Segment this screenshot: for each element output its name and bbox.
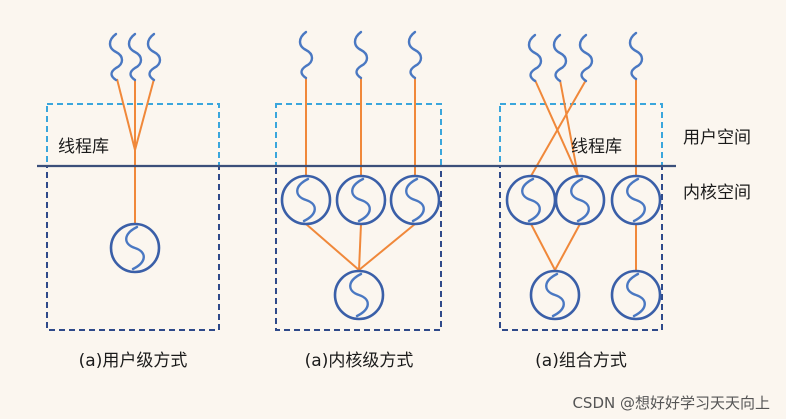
user-space-box — [275, 103, 442, 167]
kernel-thread-icon — [389, 174, 441, 226]
kernel-thread-icon — [529, 269, 581, 321]
kernel-thread-icon — [335, 174, 387, 226]
panel-kernel-level: (a)内核级方式 — [275, 30, 442, 371]
kernel-thread-icon — [333, 269, 385, 321]
connector-lines — [530, 78, 637, 271]
connector-lines — [305, 77, 416, 271]
panel-caption: (a)用户级方式 — [79, 351, 188, 371]
kernel-thread-icon — [505, 174, 557, 226]
kernel-thread-icon — [280, 174, 332, 226]
kernel-space-label: 内核空间 — [683, 183, 751, 203]
kernel-thread-icon — [610, 269, 662, 321]
kernel-space-box — [499, 165, 663, 331]
kernel-thread-icon — [109, 222, 161, 274]
panel-combined: 线程库 (a)组合方式 — [499, 31, 663, 371]
kernel-space-box — [275, 165, 442, 331]
user-thread-wave-icon — [527, 33, 543, 83]
user-space-label: 用户空间 — [683, 128, 751, 148]
user-thread-wave-icon — [108, 32, 124, 82]
kernel-thread-icon — [554, 174, 606, 226]
user-thread-wave-icon — [552, 33, 568, 83]
panel-caption: (a)内核级方式 — [305, 351, 414, 371]
user-thread-wave-icon — [298, 30, 314, 80]
user-thread-wave-icon — [146, 32, 162, 82]
thread-library-label: 线程库 — [571, 137, 622, 157]
user-thread-wave-icon — [628, 31, 644, 81]
thread-library-label: 线程库 — [58, 137, 109, 157]
connector-lines — [116, 78, 155, 223]
user-thread-wave-icon — [578, 33, 594, 83]
panel-user-level: 线程库 (a)用户级方式 — [46, 32, 220, 371]
user-thread-wave-icon — [407, 30, 423, 80]
user-thread-wave-icon — [127, 32, 143, 82]
kernel-thread-icon — [610, 174, 662, 226]
user-thread-wave-icon — [353, 30, 369, 80]
panel-caption: (a)组合方式 — [535, 351, 627, 371]
watermark-text: CSDN @想好好学习天天向上 — [572, 394, 770, 412]
